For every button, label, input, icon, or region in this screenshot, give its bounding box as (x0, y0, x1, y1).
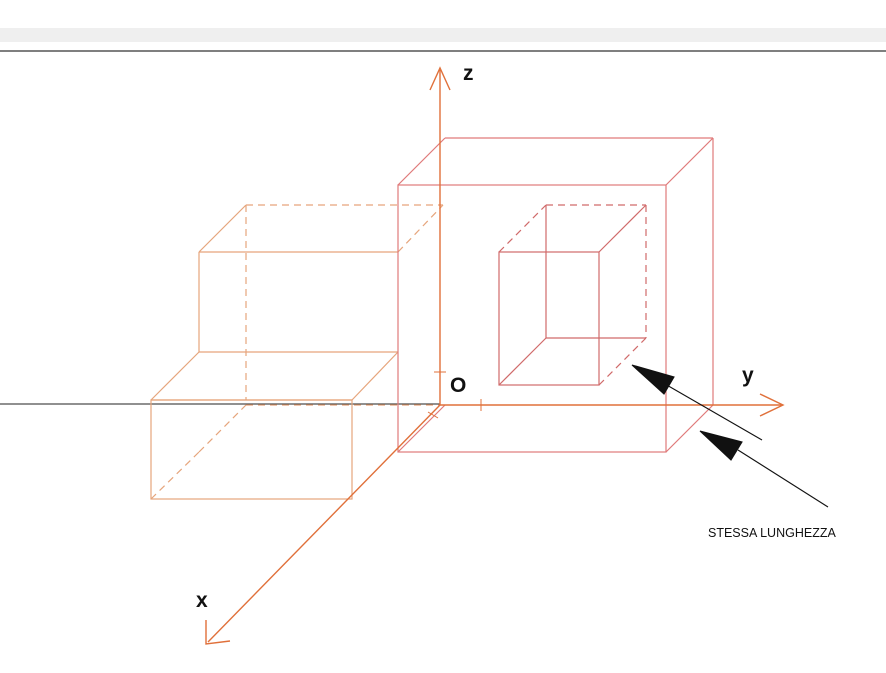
x-axis-arrowhead (205, 620, 231, 645)
left-composite-solid (150, 204, 444, 500)
axes (205, 66, 785, 645)
x-axis (207, 404, 441, 643)
y-axis-arrowhead (759, 393, 785, 417)
annotation-arrowhead-upper (631, 364, 675, 395)
inner-cube (498, 204, 647, 386)
annotation-text: STESSA LUNGHEZZA (708, 526, 836, 540)
x-axis-label: x (196, 589, 208, 612)
outer-frame-box (397, 137, 714, 453)
z-axis-label: z (463, 62, 474, 85)
z-axis-arrowhead (429, 66, 451, 91)
y-axis-label: y (742, 364, 754, 387)
annotation-arrows (631, 364, 829, 508)
annotation-arrowhead-lower (699, 430, 743, 461)
top-toolbar-strip (0, 28, 886, 42)
origin-label: O (450, 374, 466, 397)
